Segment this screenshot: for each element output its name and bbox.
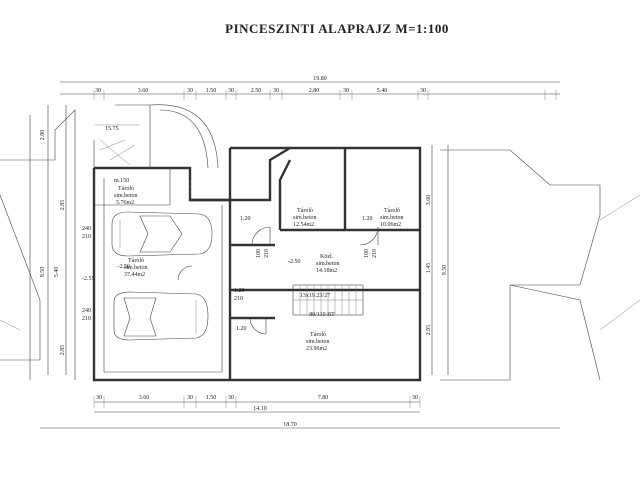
right-dim-0: 3.60 xyxy=(426,195,432,206)
storage-mid-floor: sim.beton xyxy=(293,215,317,221)
room-storage-big: Tároló sim.beton 23.96m2 xyxy=(306,332,330,352)
garage-name: Tároló xyxy=(128,258,144,264)
corridor-level: -2.50 xyxy=(288,259,301,265)
door-label-d8: 1.20 xyxy=(236,326,247,332)
room-storage-mid: Tároló sim.beton 12.54m2 xyxy=(293,208,317,228)
bottom-total-inner: 14.10 xyxy=(253,406,267,412)
small-storage-name: Tároló xyxy=(118,186,134,192)
top-dim-1: 3.60 xyxy=(138,88,149,94)
doors xyxy=(177,180,379,335)
top-dim-9: 5.40 xyxy=(377,88,388,94)
top-dimension-chain: 30 3.60 30 1.50 30 2.50 30 2.80 30 5.40 … xyxy=(60,76,560,100)
garage-area: 37.44m2 xyxy=(124,272,145,278)
small-storage-floor: sim.beton xyxy=(114,193,138,199)
garage-door-1: 240 xyxy=(82,226,91,232)
small-storage-level: m.150 xyxy=(114,178,129,184)
right-total-dim: 9.50 xyxy=(442,265,448,276)
storage-big-area: 23.96m2 xyxy=(306,346,327,352)
room-garage: Tároló sim.beton 37.44m2 -2.55 -2.50 xyxy=(82,258,148,282)
corridor-area: 14.18m2 xyxy=(316,268,337,274)
small-storage-area: 5.76m2 xyxy=(116,200,134,206)
storage-mid-area: 12.54m2 xyxy=(293,222,314,228)
detail-label: 15.75 xyxy=(105,126,119,132)
door-label-d2: 1.20 xyxy=(362,216,373,222)
bottom-dim-3: 1.50 xyxy=(206,395,217,401)
door-label-d4: 100 xyxy=(256,249,262,258)
garage-floor: sim.beton xyxy=(124,265,148,271)
garage-door-2b: 210 xyxy=(82,316,91,322)
top-dim-3: 1.50 xyxy=(206,88,217,94)
car-top xyxy=(111,211,213,257)
left-dim-2: 2.85 xyxy=(60,345,66,356)
door-label-d1: 1.20 xyxy=(240,216,251,222)
bottom-dim-5: 7.80 xyxy=(318,395,329,401)
top-dim-5: 2.50 xyxy=(251,88,262,94)
door-label-d3: 1.20 xyxy=(234,288,245,294)
storage-big-name: Tároló xyxy=(310,332,326,338)
top-dim-7: 2.80 xyxy=(309,88,320,94)
left-sub-dim: 5.40 xyxy=(54,267,60,278)
car-bottom xyxy=(113,291,209,341)
garage-level-b: -2.50 xyxy=(118,264,131,270)
room-storage-right: Tároló sim.beton 10.06m2 xyxy=(380,208,404,228)
stair: 13x19.23/27 xyxy=(292,284,364,316)
storage-right-area: 10.06m2 xyxy=(380,222,401,228)
corridor-floor: sim.beton xyxy=(316,261,340,267)
hatch-symbol: 15.75 xyxy=(99,126,136,166)
plan-title: PINCESZINTI ALAPRAJZ M=1:100 xyxy=(225,21,449,36)
right-dimension-chain: 3.60 1.45 2.95 9.50 xyxy=(426,145,449,375)
door-labels: 240 210 240 210 1.20 1.20 1.20 100 210 1… xyxy=(82,216,378,332)
stair-label: 13x19.23/27 xyxy=(300,293,330,299)
storage-right-name: Tároló xyxy=(384,208,400,214)
bottom-total-outer: 18.70 xyxy=(283,422,297,428)
corridor-name: Közl. xyxy=(320,254,334,260)
door-label-d6: 100 xyxy=(364,249,370,258)
bottom-dim-4: 30 xyxy=(228,395,234,401)
bottom-dim-0: 30 xyxy=(96,395,102,401)
bottom-dim-2: 30 xyxy=(187,395,193,401)
garage-level-a: -2.55 xyxy=(82,276,95,282)
bottom-dim-1: 3.60 xyxy=(139,395,150,401)
right-dim-1: 1.45 xyxy=(426,263,432,274)
top-dim-8: 30 xyxy=(343,88,349,94)
left-dimension-chain: 2.80 2.85 2.85 9.50 5.40 xyxy=(29,105,67,380)
garage-door-1b: 210 xyxy=(82,234,91,240)
left-dim-1: 2.85 xyxy=(60,200,66,211)
top-dim-2: 30 xyxy=(187,88,193,94)
room-corridor: Közl. sim.beton 14.18m2 -2.50 xyxy=(288,254,340,274)
door-label-d9: 210 xyxy=(234,296,243,302)
room-small-storage: m.150 Tároló sim.beton 5.76m2 xyxy=(114,178,138,206)
left-dim-0: 2.80 xyxy=(40,130,46,141)
door-label-d7: 210 xyxy=(372,249,378,258)
top-dim-0: 30 xyxy=(95,88,101,94)
bottom-dimension-chain: 30 3.60 30 1.50 30 7.80 30 14.10 18.70 xyxy=(40,395,560,429)
storage-mid-name: Tároló xyxy=(297,208,313,214)
bottom-dim-6: 30 xyxy=(412,395,418,401)
storage-right-floor: sim.beton xyxy=(380,215,404,221)
door-label-d5: 210 xyxy=(264,249,270,258)
right-dim-2: 2.95 xyxy=(426,325,432,336)
top-dim-10: 30 xyxy=(420,88,426,94)
storage-big-floor: sim.beton xyxy=(306,339,330,345)
left-total-dim: 9.50 xyxy=(40,267,46,278)
top-total-dim: 19.80 xyxy=(313,76,327,82)
top-dim-6: 30 xyxy=(273,88,279,94)
top-dim-4: 30 xyxy=(228,88,234,94)
building-walls xyxy=(92,104,422,382)
site-outlines xyxy=(0,109,640,381)
garage-door-2: 240 xyxy=(82,308,91,314)
window-label: 80/110 BT xyxy=(309,312,335,318)
